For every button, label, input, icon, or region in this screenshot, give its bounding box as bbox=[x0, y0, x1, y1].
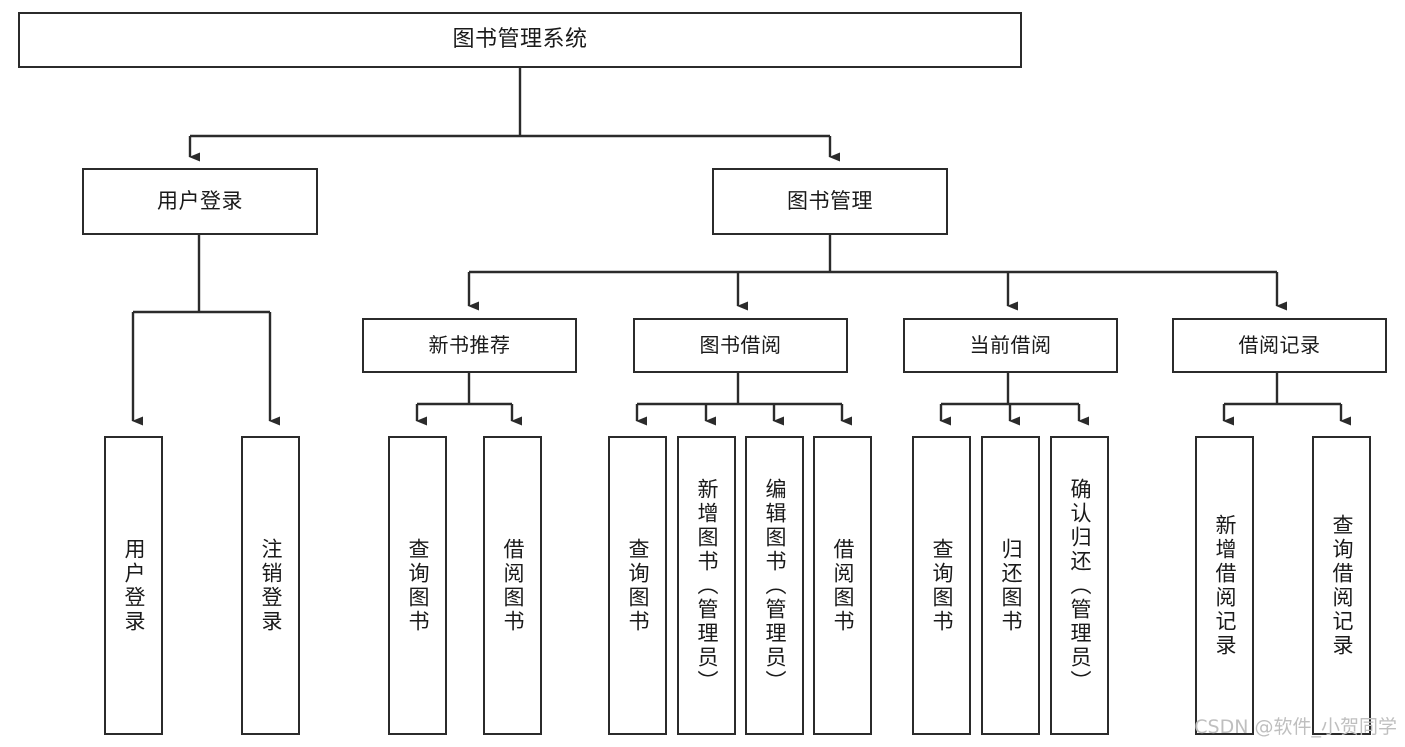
node-leaf-logout[interactable]: 注销登录 bbox=[241, 436, 300, 735]
node-label-leaf-borrow-book-1: 借阅图书 bbox=[501, 537, 525, 634]
node-label-book-manage: 图书管理 bbox=[787, 188, 873, 213]
node-label-leaf-add-book: 新增图书（管理员） bbox=[695, 477, 719, 694]
node-leaf-query-book-2[interactable]: 查询图书 bbox=[608, 436, 667, 735]
node-leaf-confirm-return[interactable]: 确认归还（管理员） bbox=[1050, 436, 1109, 735]
node-label-new-book-recommend: 新书推荐 bbox=[428, 333, 511, 358]
node-label-leaf-query-record: 查询借阅记录 bbox=[1330, 513, 1354, 658]
node-leaf-add-book[interactable]: 新增图书（管理员） bbox=[677, 436, 736, 735]
node-label-leaf-query-book-1: 查询图书 bbox=[406, 537, 430, 634]
node-label-borrow-record: 借阅记录 bbox=[1238, 333, 1321, 358]
node-leaf-add-record[interactable]: 新增借阅记录 bbox=[1195, 436, 1254, 735]
node-current-borrow[interactable]: 当前借阅 bbox=[903, 318, 1118, 373]
node-new-book-recommend[interactable]: 新书推荐 bbox=[362, 318, 577, 373]
node-book-borrow[interactable]: 图书借阅 bbox=[633, 318, 848, 373]
node-label-leaf-user-login: 用户登录 bbox=[122, 537, 146, 634]
node-leaf-user-login[interactable]: 用户登录 bbox=[104, 436, 163, 735]
node-leaf-query-book-1[interactable]: 查询图书 bbox=[388, 436, 447, 735]
node-leaf-edit-book[interactable]: 编辑图书（管理员） bbox=[745, 436, 804, 735]
node-leaf-borrow-book-1[interactable]: 借阅图书 bbox=[483, 436, 542, 735]
node-label-user-login: 用户登录 bbox=[157, 188, 243, 213]
node-label-leaf-add-record: 新增借阅记录 bbox=[1213, 513, 1237, 658]
node-label-leaf-edit-book: 编辑图书（管理员） bbox=[763, 477, 787, 694]
node-leaf-borrow-book-2[interactable]: 借阅图书 bbox=[813, 436, 872, 735]
node-leaf-return-book[interactable]: 归还图书 bbox=[981, 436, 1040, 735]
node-label-leaf-query-book-3: 查询图书 bbox=[930, 537, 954, 634]
node-label-book-borrow: 图书借阅 bbox=[699, 333, 782, 358]
node-label-leaf-query-book-2: 查询图书 bbox=[626, 537, 650, 634]
node-label-leaf-logout: 注销登录 bbox=[259, 537, 283, 634]
node-leaf-query-book-3[interactable]: 查询图书 bbox=[912, 436, 971, 735]
node-label-leaf-borrow-book-2: 借阅图书 bbox=[831, 537, 855, 634]
node-label-root: 图书管理系统 bbox=[452, 26, 588, 52]
node-root-system[interactable]: 图书管理系统 bbox=[18, 12, 1022, 68]
node-user-login[interactable]: 用户登录 bbox=[82, 168, 318, 235]
node-label-current-borrow: 当前借阅 bbox=[969, 333, 1052, 358]
node-label-leaf-confirm-return: 确认归还（管理员） bbox=[1068, 477, 1092, 694]
node-book-manage[interactable]: 图书管理 bbox=[712, 168, 948, 235]
node-borrow-record[interactable]: 借阅记录 bbox=[1172, 318, 1387, 373]
node-label-leaf-return-book: 归还图书 bbox=[999, 537, 1023, 634]
node-leaf-query-record[interactable]: 查询借阅记录 bbox=[1312, 436, 1371, 735]
